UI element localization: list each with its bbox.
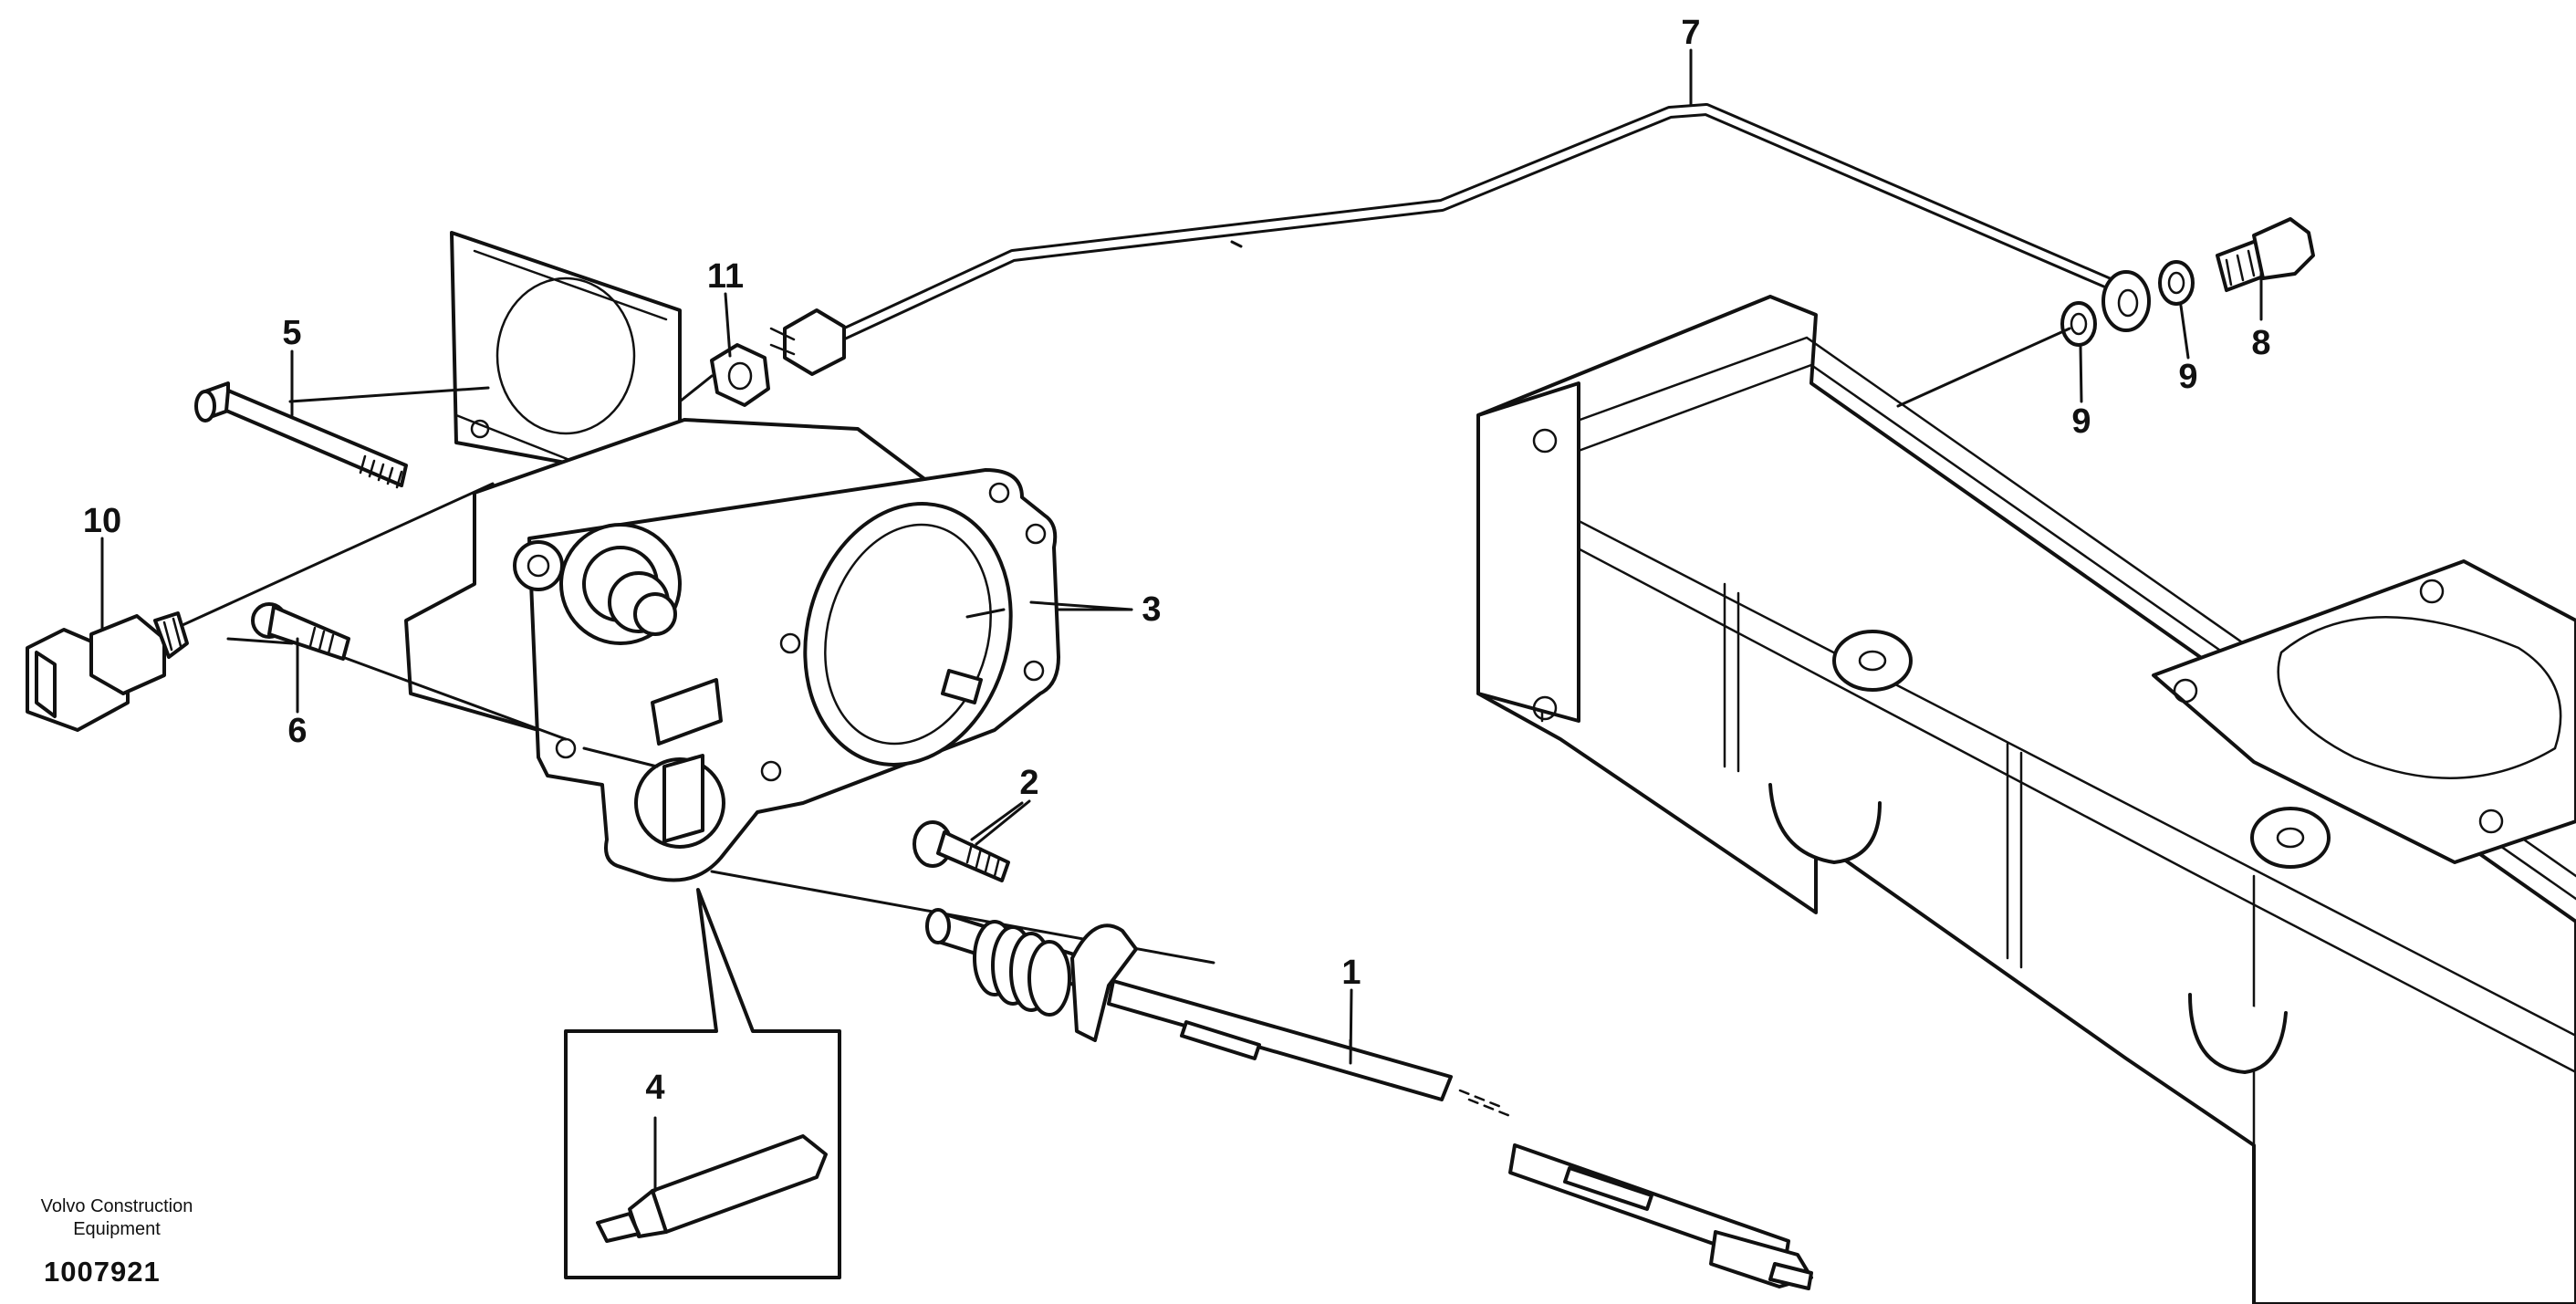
callout-2: 2 [1019, 764, 1038, 802]
throttle-housing [404, 231, 1060, 882]
callout-5: 5 [282, 314, 301, 352]
sensor [26, 611, 189, 732]
callout-4: 4 [645, 1069, 664, 1107]
callout-leaders [100, 48, 2263, 1065]
banjo-bolt [2216, 217, 2315, 292]
callout-10: 10 [83, 502, 121, 540]
callout-8: 8 [2251, 324, 2270, 362]
brand-line-2: Equipment [73, 1219, 161, 1239]
callout-7: 7 [1681, 14, 1700, 52]
callout-9-upper: 9 [2178, 358, 2197, 396]
intake-manifold [1476, 295, 2576, 1304]
throttle-shaft [925, 908, 1813, 1290]
brand-label: Volvo Construction Equipment [7, 1195, 226, 1241]
callout-9-lower: 9 [2071, 402, 2091, 441]
callout-labels: 1 2 3 4 5 6 7 8 9 9 10 11 [83, 14, 2271, 1107]
washer [2060, 301, 2097, 347]
flange-bolt [913, 820, 1010, 882]
long-bolt [194, 381, 408, 489]
nut [710, 343, 770, 407]
callout-6: 6 [287, 712, 307, 750]
drawing-number: 1007921 [44, 1256, 161, 1288]
callout-11: 11 [707, 257, 744, 296]
washer [2158, 260, 2195, 306]
callout-1: 1 [1341, 954, 1361, 992]
detail-box [564, 888, 841, 1279]
callout-3: 3 [1142, 590, 1161, 629]
pipe-assembly [769, 103, 2151, 376]
brand-line-1: Volvo Construction [40, 1196, 193, 1216]
short-bolt [251, 602, 350, 661]
